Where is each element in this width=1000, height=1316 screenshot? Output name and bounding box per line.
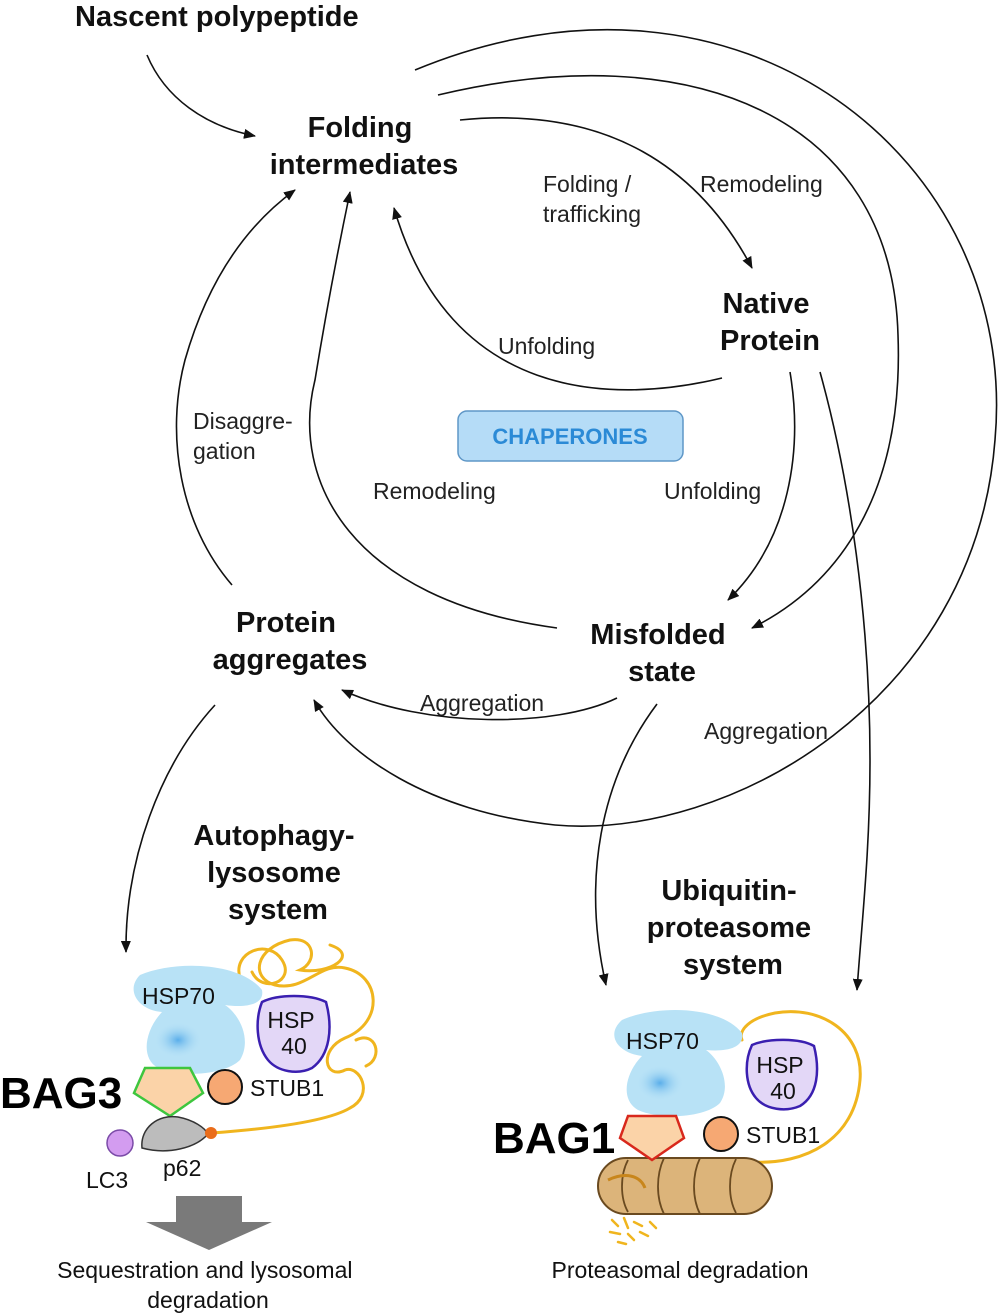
substrate-chain-right bbox=[739, 1010, 862, 1164]
arrow-misfolded-to-ubiquitin bbox=[594, 703, 658, 986]
hsp40-left-line2: 40 bbox=[281, 1033, 307, 1059]
lysosomal-degradation-arrow bbox=[146, 1196, 272, 1250]
hsp70-label-left: HSP70 bbox=[142, 983, 215, 1009]
label-remodeling-mid: Remodeling bbox=[373, 478, 496, 504]
arrow-misfolded-to-aggregates bbox=[341, 689, 618, 721]
p62-label: p62 bbox=[163, 1155, 201, 1181]
lc3-circle bbox=[106, 1129, 134, 1157]
label-folding-trafficking: Folding / trafficking bbox=[543, 171, 641, 227]
bag1-complex: HSP70 HSP 40 STUB1 BAG1 Proteasomal degr… bbox=[493, 1010, 862, 1283]
hsp70-shape-right bbox=[614, 1010, 743, 1117]
arrow-folding-to-misfolded-remodeling bbox=[437, 74, 900, 629]
hsp70-glow-left bbox=[154, 1022, 202, 1058]
arrow-native-to-folding-unfolding bbox=[392, 207, 723, 391]
bag3-label: BAG3 bbox=[0, 1069, 122, 1118]
label-unfolding-right: Unfolding bbox=[664, 478, 761, 504]
node-ubiquitin-proteasome-system: Ubiquitin- proteasome system bbox=[647, 875, 819, 981]
stub1-label-right: STUB1 bbox=[746, 1122, 820, 1148]
bag1-label: BAG1 bbox=[493, 1114, 615, 1163]
bag3-domain-shape bbox=[132, 1066, 205, 1118]
lc3-label: LC3 bbox=[86, 1167, 128, 1193]
label-aggregation-mid: Aggregation bbox=[420, 690, 544, 716]
chaperones-box: CHAPERONES bbox=[457, 410, 684, 462]
protein-aggregates-line2: aggregates bbox=[213, 644, 368, 676]
hsp40-right-line2: 40 bbox=[770, 1078, 796, 1104]
arrow-folding-to-aggregates bbox=[313, 29, 998, 827]
arrow-misfolded-to-folding-remodeling bbox=[308, 191, 558, 629]
arrow-native-to-misfolded bbox=[727, 371, 796, 601]
label-aggregation-right: Aggregation bbox=[704, 718, 828, 744]
bag1-domain-shape bbox=[618, 1114, 686, 1162]
stub1-circle-left bbox=[207, 1069, 243, 1105]
native-protein-line1: Native bbox=[722, 288, 809, 320]
chaperones-label: CHAPERONES bbox=[492, 424, 647, 449]
caption-left-line1: Sequestration and lysosomal bbox=[57, 1257, 352, 1283]
autophagy-line1: Autophagy- bbox=[193, 820, 354, 852]
folding-intermediates-line2: intermediates bbox=[270, 149, 459, 181]
disaggregation-line1: Disaggre- bbox=[193, 408, 293, 434]
arrow-nascent-to-folding bbox=[146, 54, 256, 139]
node-protein-aggregates: Protein aggregates bbox=[213, 607, 368, 676]
hsp40-label-right: HSP 40 bbox=[756, 1052, 809, 1104]
arrow-native-to-ubiquitin bbox=[819, 371, 871, 991]
misfolded-state-line1: Misfolded bbox=[590, 619, 725, 651]
proteasome bbox=[597, 1157, 773, 1246]
stub1-label-left: STUB1 bbox=[250, 1075, 324, 1101]
ubiquitin-line1: Ubiquitin- bbox=[661, 875, 796, 907]
protein-aggregates-line1: Protein bbox=[236, 607, 336, 639]
label-disaggregation: Disaggre- gation bbox=[193, 408, 299, 464]
ubiquitin-line2: proteasome bbox=[647, 912, 811, 944]
p62-link-dot bbox=[205, 1127, 217, 1139]
hsp40-label-left: HSP 40 bbox=[267, 1007, 320, 1059]
node-nascent-polypeptide: Nascent polypeptide bbox=[75, 1, 359, 33]
node-native-protein: Native Protein bbox=[720, 288, 820, 357]
hsp40-right-line1: HSP bbox=[756, 1052, 803, 1078]
caption-left: Sequestration and lysosomal degradation bbox=[57, 1257, 359, 1313]
arrow-aggregates-to-folding-disaggregation bbox=[175, 189, 296, 586]
bag3-complex: HSP70 HSP 40 STUB1 p62 LC3 BAG3 Sequestr… bbox=[0, 938, 378, 1313]
substrate-loop-left-a bbox=[237, 947, 287, 986]
autophagy-line2: lysosome bbox=[207, 857, 341, 889]
autophagy-line3: system bbox=[228, 894, 328, 926]
folding-intermediates-line1: Folding bbox=[308, 112, 413, 144]
node-folding-intermediates: Folding intermediates bbox=[270, 112, 459, 181]
substrate-loop-left-b bbox=[354, 1036, 378, 1068]
caption-left-line2: degradation bbox=[147, 1287, 269, 1313]
hsp40-shape-right bbox=[745, 1038, 819, 1111]
native-protein-line2: Protein bbox=[720, 325, 820, 357]
disaggregation-line2: gation bbox=[193, 438, 256, 464]
caption-right: Proteasomal degradation bbox=[552, 1257, 809, 1283]
label-unfolding-left: Unfolding bbox=[498, 333, 595, 359]
node-autophagy-lysosome-system: Autophagy- lysosome system bbox=[193, 820, 362, 926]
arrow-folding-to-native bbox=[459, 117, 753, 269]
ubiquitin-line3: system bbox=[683, 949, 783, 981]
misfolded-state-line2: state bbox=[628, 656, 696, 688]
folding-trafficking-line2: trafficking bbox=[543, 201, 641, 227]
node-misfolded-state: Misfolded state bbox=[590, 619, 733, 688]
substrate-chain-left bbox=[210, 938, 375, 1135]
hsp70-shape-left bbox=[133, 965, 263, 1074]
p62-shape bbox=[141, 1115, 209, 1152]
hsp70-label-right: HSP70 bbox=[626, 1028, 699, 1054]
folding-trafficking-line1: Folding / bbox=[543, 171, 632, 197]
label-remodeling-top: Remodeling bbox=[700, 171, 823, 197]
hsp40-shape-left bbox=[256, 994, 331, 1073]
stub1-circle-right bbox=[703, 1116, 739, 1152]
arrow-aggregates-to-autophagy bbox=[120, 704, 216, 953]
hsp70-glow-right bbox=[636, 1065, 684, 1101]
hsp40-left-line1: HSP bbox=[267, 1007, 314, 1033]
